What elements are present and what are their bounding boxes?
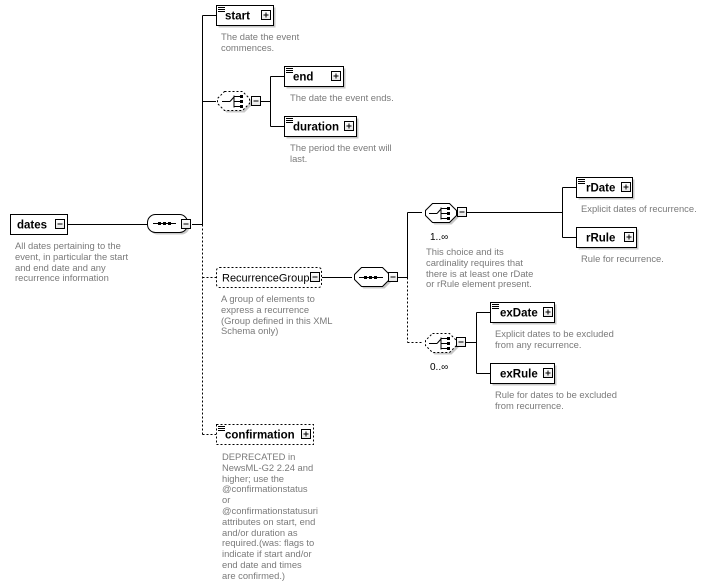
cardinality-label: 1..∞ [430, 232, 448, 243]
ex-date-element[interactable]: exDate [490, 302, 557, 325]
ex-rule-label: exRule [500, 369, 538, 381]
choice-description: This choice and its cardinality requires… [426, 246, 534, 290]
collapse-icon[interactable] [457, 207, 467, 217]
collapse-icon[interactable] [55, 219, 65, 229]
confirmation-description: DEPRECATED in NewsML-G2 2.24 and higher;… [222, 451, 319, 581]
r-date-element[interactable]: rDate [576, 177, 635, 200]
start-element[interactable]: start [216, 5, 276, 28]
expand-icon[interactable] [344, 121, 354, 131]
expand-icon[interactable] [624, 232, 634, 242]
choice-compositor-icon [425, 203, 459, 225]
element-details-icon [286, 118, 293, 123]
end-description: The date the event ends. [290, 92, 394, 103]
recurrence-group-label: RecurrenceGroup [222, 273, 309, 285]
r-rule-label: rRule [586, 233, 615, 245]
expand-icon[interactable] [331, 71, 341, 81]
expand-icon[interactable] [543, 307, 553, 317]
expand-icon[interactable] [301, 429, 311, 439]
recurrence-group-description: A group of elements to express a recurre… [221, 293, 333, 337]
ex-rule-element[interactable]: exRule [490, 363, 557, 386]
element-details-icon [578, 179, 585, 184]
r-rule-description: Rule for recurrence. [581, 253, 664, 264]
dates-description: All dates pertaining to the event, in pa… [15, 240, 129, 284]
collapse-icon[interactable] [388, 272, 398, 282]
element-details-icon [492, 304, 499, 309]
end-element[interactable]: end [284, 66, 346, 89]
dates-element[interactable]: dates [10, 214, 68, 235]
end-label: end [293, 72, 313, 84]
expand-icon[interactable] [543, 368, 553, 378]
start-label: start [225, 11, 250, 23]
cardinality-label: 0..∞ [430, 362, 448, 373]
duration-element[interactable]: duration [284, 116, 359, 139]
element-details-icon [218, 426, 225, 431]
recurrence-group[interactable]: RecurrenceGroup [216, 267, 322, 288]
confirmation-label: confirmation [225, 430, 295, 442]
collapse-icon[interactable] [310, 272, 320, 282]
element-details-icon [286, 68, 293, 73]
confirmation-element[interactable]: confirmation [216, 424, 314, 445]
start-description: The date the event commences. [221, 31, 300, 53]
optional-connectors [202, 224, 422, 435]
r-date-label: rDate [586, 183, 615, 195]
duration-label: duration [293, 122, 339, 134]
ex-date-description: Explicit dates to be excluded from any r… [495, 328, 614, 350]
choice-compositor-icon [217, 91, 252, 113]
r-rule-element[interactable]: rRule [576, 227, 639, 250]
ex-date-label: exDate [500, 308, 538, 320]
r-date-description: Explicit dates of recurrence. [581, 203, 697, 214]
duration-description: The period the event will last. [290, 142, 392, 164]
element-details-icon [218, 7, 225, 12]
choice-compositor-icon [425, 333, 459, 355]
collapse-icon[interactable] [181, 219, 191, 229]
sequence-compositor-icon [147, 214, 190, 235]
expand-icon[interactable] [621, 182, 631, 192]
ex-rule-description: Rule for dates to be excluded from recur… [495, 389, 617, 411]
dates-label: dates [17, 220, 47, 232]
collapse-icon[interactable] [251, 96, 261, 106]
sequence-compositor-icon [354, 267, 392, 289]
collapse-icon[interactable] [456, 337, 466, 347]
expand-icon[interactable] [261, 10, 271, 20]
connectors [68, 15, 576, 374]
